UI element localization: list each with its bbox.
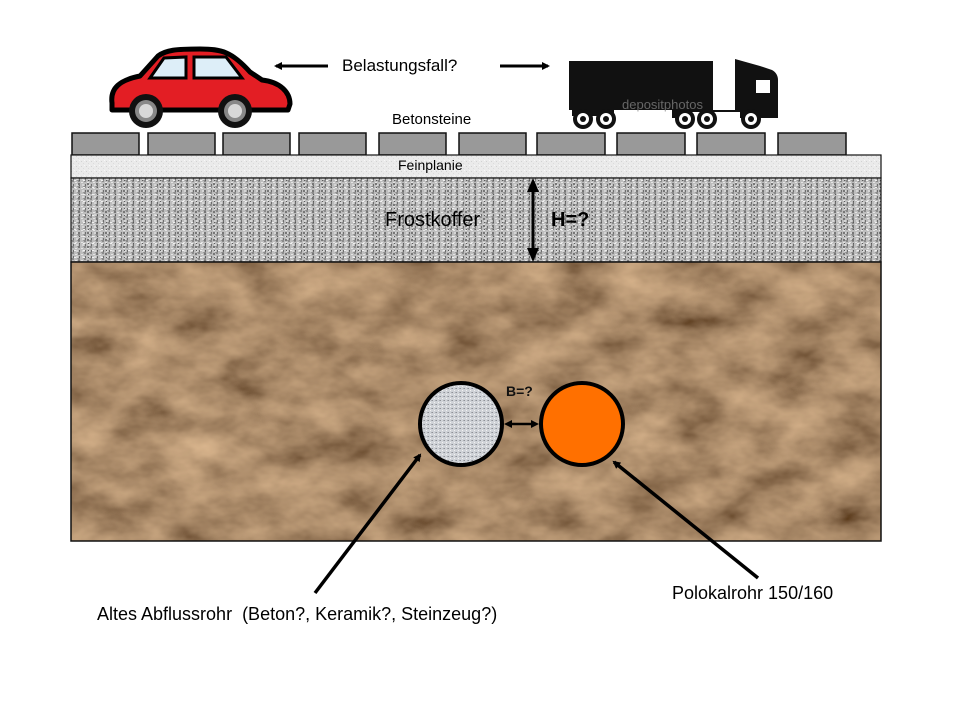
- old-pipe-label: Altes Abflussrohr (Beton?, Keramik?, Ste…: [97, 604, 498, 624]
- pipe-spacing-label: B=?: [506, 383, 533, 399]
- old-pipe: [418, 381, 504, 467]
- load-case-label: Belastungsfall?: [342, 56, 458, 75]
- frost-height-label: H=?: [551, 209, 590, 231]
- new-pipe: [539, 381, 625, 467]
- car-icon: [109, 46, 293, 128]
- old-pipe-leader-arrow: [313, 453, 422, 595]
- truck-icon: [569, 59, 778, 129]
- soil-layer: [70, 261, 882, 542]
- height-arrow-bottom: [527, 248, 539, 262]
- new-pipe-label: Polokalrohr 150/160: [672, 583, 834, 603]
- fine-grading-label: Feinplanie: [398, 157, 463, 173]
- height-arrow-top: [527, 178, 539, 192]
- paving-stones: [71, 132, 847, 156]
- frost-layer-label: Frostkoffer: [385, 209, 481, 231]
- watermark: depositphotos: [622, 97, 703, 112]
- fine-grading-layer: [70, 154, 882, 179]
- new-pipe-leader-arrow: [612, 460, 760, 580]
- frost-layer: [70, 177, 882, 263]
- paving-stones-label: Betonsteine: [392, 111, 472, 128]
